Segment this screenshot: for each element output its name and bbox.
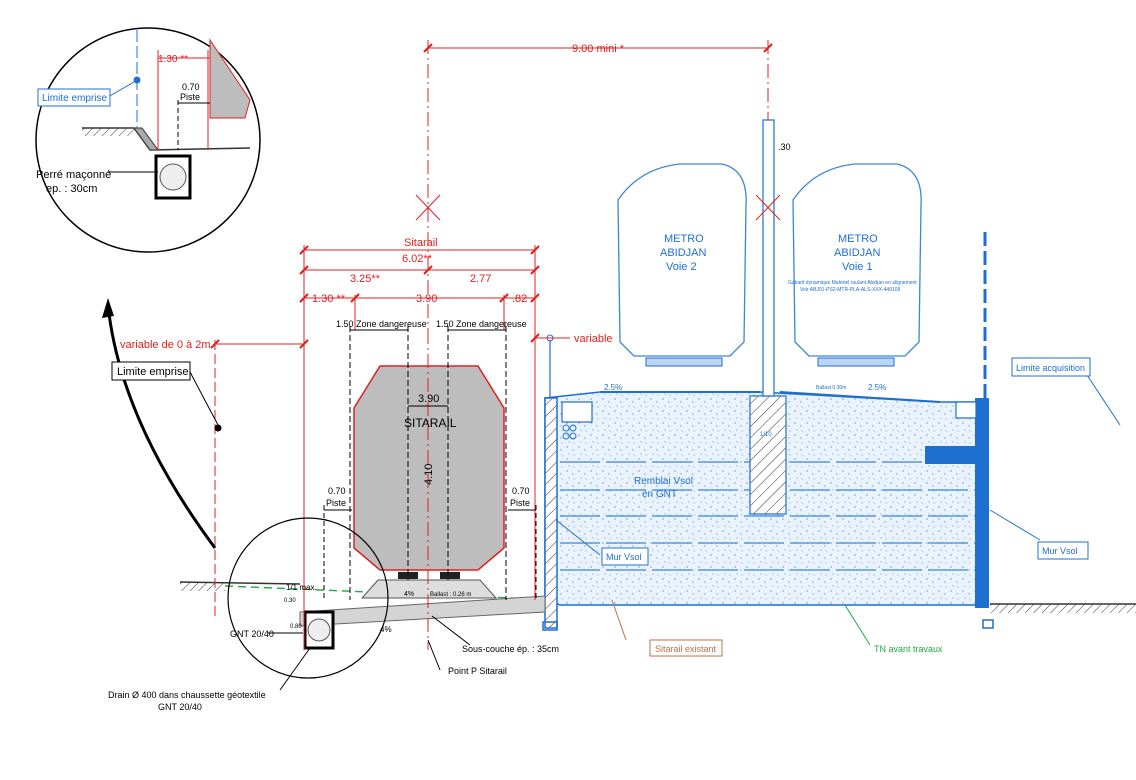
vehicle-label: SITARAIL: [404, 416, 457, 430]
gabarit-line2: Voir ABJ01-PS2-MTR-PLA-ALS-XXX-440109: [800, 287, 901, 293]
detail-inset: [35, 27, 389, 679]
metro-embankment: [542, 119, 994, 631]
metro-voie1-line2: ABIDJAN: [834, 247, 881, 259]
limite-acquisition-box: [1011, 357, 1091, 377]
piste-left-label: Piste: [326, 498, 346, 508]
metro-gauges: [600, 163, 941, 403]
sous-couche: [299, 595, 546, 627]
drain-label-1: Drain Ø 400 dans chaussette géotextile: [108, 690, 266, 700]
pole-foundation: [749, 395, 787, 515]
ballast-label: Ballast : 0.26 m: [430, 592, 471, 598]
sitarail-width-label: 6.02**: [402, 253, 433, 265]
inset-dim-label: 1.30 **: [158, 54, 188, 65]
pole-ratio-label: 1/10: [760, 432, 772, 438]
ballast-slope: 4%: [404, 591, 414, 598]
sitarail-vehicle: [353, 365, 505, 571]
tn-line: [224, 585, 991, 605]
piste-left-width: 0.70: [328, 486, 346, 496]
pole-offset-label: .30: [778, 142, 791, 152]
detail-callout-circle: [227, 517, 389, 679]
metro-slope-left: 2.5%: [604, 383, 622, 392]
mur-vsol-left-wall: [544, 397, 558, 629]
point-p-label: Point P Sitarail: [448, 666, 507, 676]
mur-vsol-right-box: [1037, 541, 1089, 560]
ground-left: [179, 581, 301, 585]
slope-max-label: 1/1 max.: [286, 583, 317, 592]
piste-right-width: 0.70: [512, 486, 530, 496]
red-ticks: [210, 43, 773, 349]
metro-voie1-line3: Voie 1: [842, 261, 873, 273]
tn-avant-label: TN avant travaux: [874, 644, 943, 654]
sitarail-gauge: [299, 330, 546, 650]
sitarail-label: Sitarail: [404, 237, 438, 249]
ground-left-hatch: [180, 582, 225, 591]
perre-label-2: ep. : 30cm: [46, 183, 97, 195]
mur-vsol-left-box: [601, 547, 649, 566]
inset-piste-label: Piste: [180, 92, 200, 102]
sitarail-ballast: [360, 579, 498, 599]
sous-couche-label: Sous-couche ép. : 35cm: [462, 644, 559, 654]
piste-right-label: Piste: [510, 498, 530, 508]
mur-vsol-right-wall: [975, 398, 989, 608]
leader-lines: [107, 81, 1121, 691]
total-width-label: 9.00 mini *: [572, 43, 625, 55]
dim-small2-label: 0.80: [290, 624, 302, 630]
gabarit-line1: Gabarit dynamique Matériel roulant Abidj…: [788, 280, 917, 286]
ground-right-hatch: [990, 604, 1136, 613]
metro-gauge-voie2: [617, 163, 747, 357]
gnt-label: GNT 20/40: [230, 629, 274, 639]
dim-small-label: 0.30: [284, 598, 296, 604]
inset-limite-emprise: Limite emprise: [42, 93, 107, 104]
detail-arrow: [106, 304, 217, 549]
remblai-label-2: en GNT: [642, 489, 677, 500]
danger-zone-right: 1.50 Zone dangereuse: [436, 319, 527, 329]
metro-ballast-label: Ballast 0.30m: [816, 385, 846, 391]
vehicle-height-label: 4.10: [423, 464, 435, 485]
right-half-label: 2.77: [470, 273, 491, 285]
left-half-label: 3.25**: [350, 273, 381, 285]
labels: 1.30 ** 0.70 Piste Limite emprise Perré …: [36, 43, 1085, 712]
sitarail-existant-label: Sitarail existant: [655, 644, 717, 654]
inset-limite-box: [37, 88, 111, 107]
limite-emprise-box: [111, 361, 191, 381]
inset-piste-width: 0.70: [182, 82, 200, 92]
variable-left-label: variable de 0 à 2m: [120, 339, 211, 351]
variable-right-label: variable: [574, 333, 613, 345]
limite-acquisition-label: Limite acquisition: [1016, 363, 1085, 373]
perre-label-1: Perré maçonné: [36, 169, 111, 181]
left-offset-label: 1.30 **: [312, 293, 346, 305]
metro-gauge-voie1: [792, 163, 922, 357]
metro-voie2-line1: METRO: [664, 233, 704, 245]
black-dimensions: [323, 326, 537, 600]
gauge-width-label: 3.90: [416, 293, 437, 305]
red-dimensions: [214, 40, 781, 650]
right-offset-label: .82: [512, 293, 527, 305]
catenary-pole: [762, 119, 775, 397]
remblai-label-1: Remblai Vsol: [634, 476, 693, 487]
metro-voie2-line3: Voie 2: [666, 261, 697, 273]
vehicle-width-label: 3.90: [418, 393, 439, 405]
danger-zone-left: 1.50 Zone dangereuse: [336, 319, 427, 329]
drain-label-2: GNT 20/40: [158, 702, 202, 712]
mur-vsol-left-label: Mur Vsol: [606, 552, 642, 562]
bottom-slope-label: 4%: [380, 625, 392, 634]
metro-voie2-line2: ABIDJAN: [660, 247, 707, 259]
metro-slope-right: 2.5%: [868, 383, 886, 392]
mur-vsol-right-label: Mur Vsol: [1042, 546, 1078, 556]
limite-emprise-label: Limite emprise: [117, 366, 189, 378]
sitarail-existant-box: [649, 639, 723, 657]
metro-voie1-line1: METRO: [838, 233, 878, 245]
